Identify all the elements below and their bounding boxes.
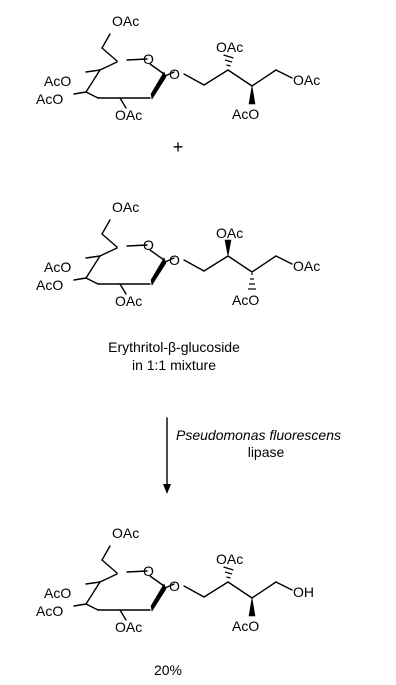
label-oac-c2p: OAc (216, 225, 243, 241)
label-oac-ch2: OAc (112, 13, 139, 29)
label-ring-o: O (143, 237, 154, 253)
label-glycosidic-o: O (169, 578, 180, 594)
molecule-2-glucoside-tetraacetate-diastereomer: OAc O AcO AcO OAc O OAc OAc AcO (36, 199, 320, 309)
label-ring-o: O (143, 51, 154, 67)
label-aco-c4: AcO (44, 73, 71, 89)
label-ring-o: O (143, 563, 154, 579)
hashed-bond (223, 566, 234, 583)
label-aco-c3p: AcO (232, 106, 259, 122)
label-oac-c4p: OAc (293, 72, 320, 88)
label-aco-c3p: AcO (232, 618, 259, 634)
label-aco-c4: AcO (44, 259, 71, 275)
catalyst-name: Pseudomonas fluorescens (176, 427, 341, 443)
label-oac-c2: OAc (115, 619, 142, 635)
molecule-1-glucoside-tetraacetate: OAc O AcO AcO OAc O OAc OAc AcO (36, 13, 320, 123)
plus-sign: + (173, 137, 184, 157)
label-oac-c4p: OAc (293, 258, 320, 274)
label-oac-c2: OAc (115, 293, 142, 309)
label-oac-c2p: OAc (216, 39, 243, 55)
yield-label: 20% (154, 662, 182, 678)
label-glycosidic-o: O (169, 252, 180, 268)
molecule-3-product: OAc O AcO AcO OAc O OAc OH AcO (36, 525, 314, 635)
label-aco-c3p: AcO (232, 292, 259, 308)
label-oac-ch2: OAc (112, 525, 139, 541)
label-oac-ch2: OAc (112, 199, 139, 215)
label-oac-c2: OAc (115, 107, 142, 123)
label-oh-c4p: OH (293, 584, 314, 600)
label-aco-c3: AcO (36, 277, 63, 293)
hashed-bond (223, 54, 234, 71)
reaction-arrow (163, 417, 171, 494)
catalyst-type: lipase (248, 444, 285, 460)
label-aco-c4: AcO (44, 585, 71, 601)
label-aco-c3: AcO (36, 603, 63, 619)
label-glycosidic-o: O (169, 66, 180, 82)
mixture-caption-line1: Erythritol-β-glucoside (108, 339, 240, 355)
mixture-caption-line2: in 1:1 mixture (132, 357, 216, 373)
label-oac-c2p: OAc (216, 551, 243, 567)
hashed-bond (248, 273, 256, 290)
label-aco-c3: AcO (36, 91, 63, 107)
